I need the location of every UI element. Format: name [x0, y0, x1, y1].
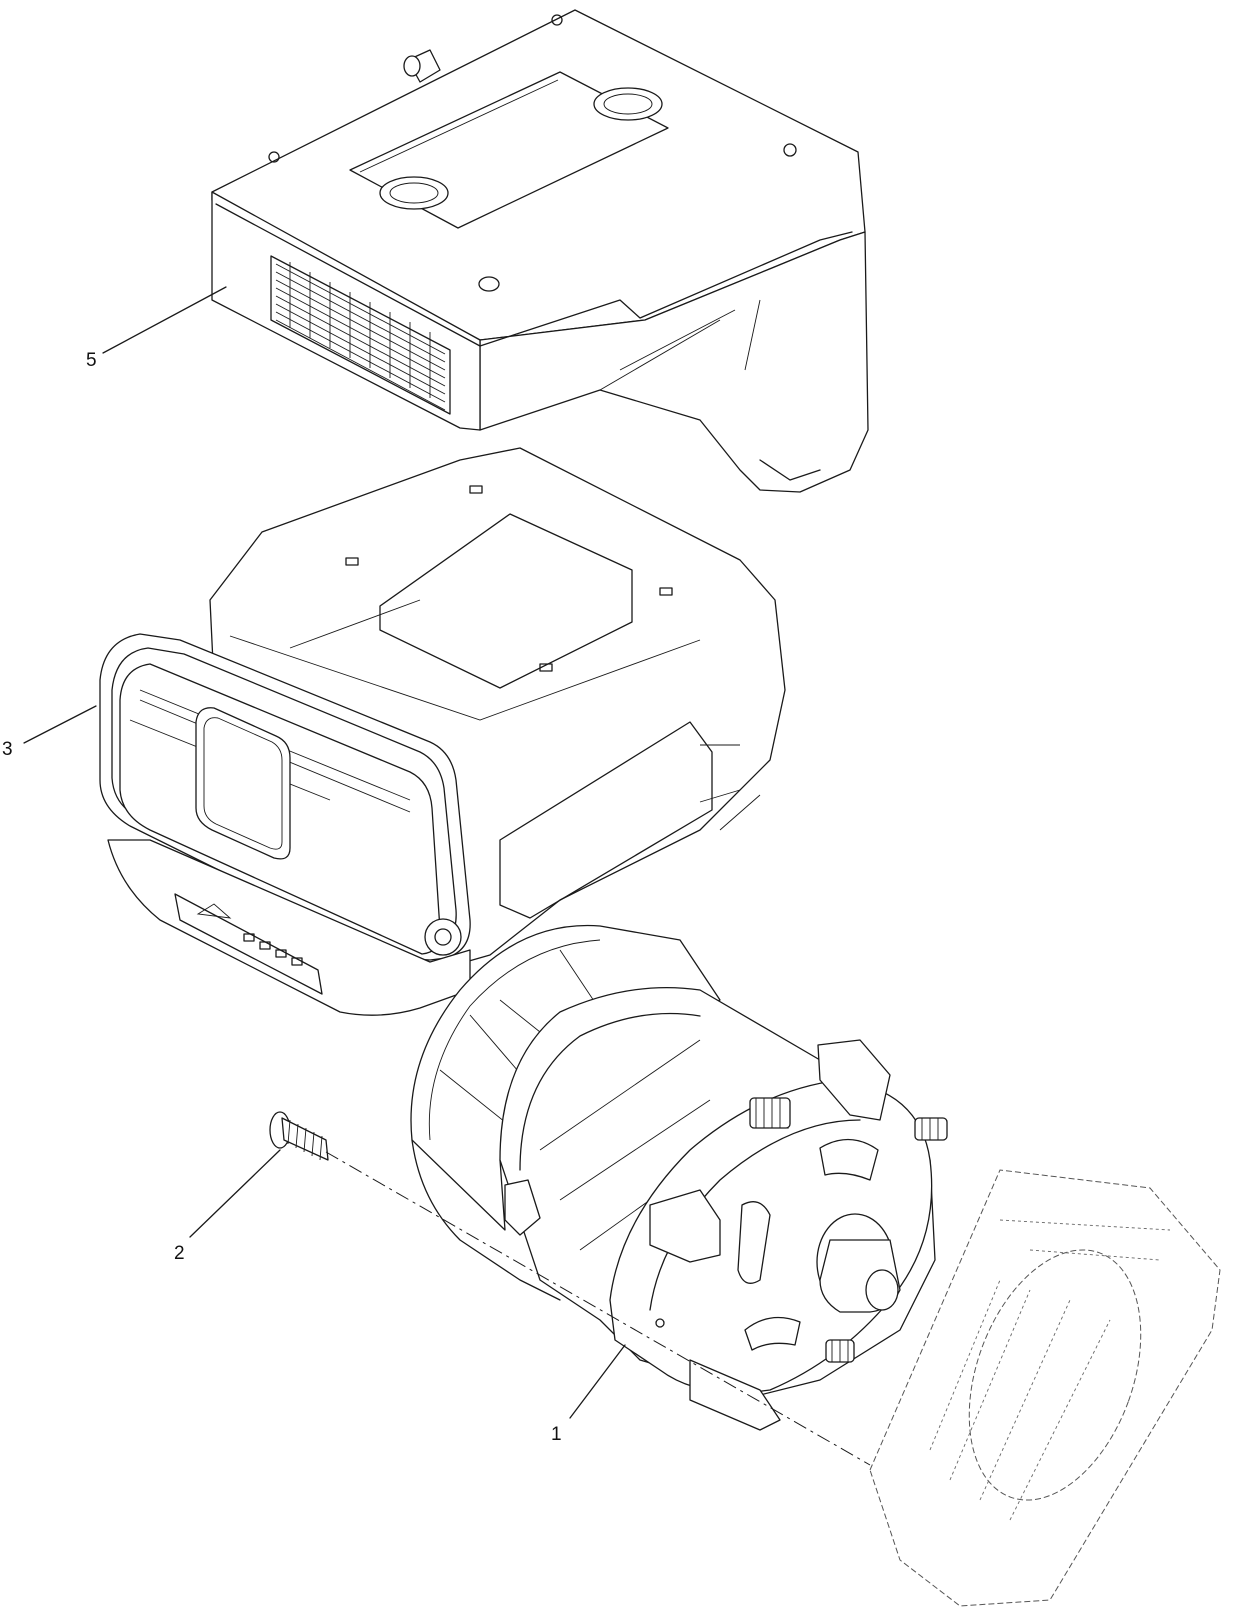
- callout-5: 5: [86, 350, 97, 371]
- leader-line-1: [569, 1344, 626, 1419]
- part-3-housing: [99, 447, 786, 1016]
- callout-2: 2: [174, 1243, 185, 1264]
- part-1-motor: [410, 924, 948, 1431]
- leader-line-2: [189, 1149, 281, 1238]
- assembly-axis-line: [325, 1151, 871, 1466]
- callout-1: 1: [551, 1424, 562, 1445]
- reference-gasket-ghost: [869, 1169, 1221, 1607]
- leader-line-3: [23, 705, 97, 744]
- callout-3: 3: [2, 739, 13, 760]
- part-2-screw: [269, 1111, 329, 1161]
- part-5-top-cover: [211, 9, 869, 493]
- leader-line-5: [102, 286, 227, 354]
